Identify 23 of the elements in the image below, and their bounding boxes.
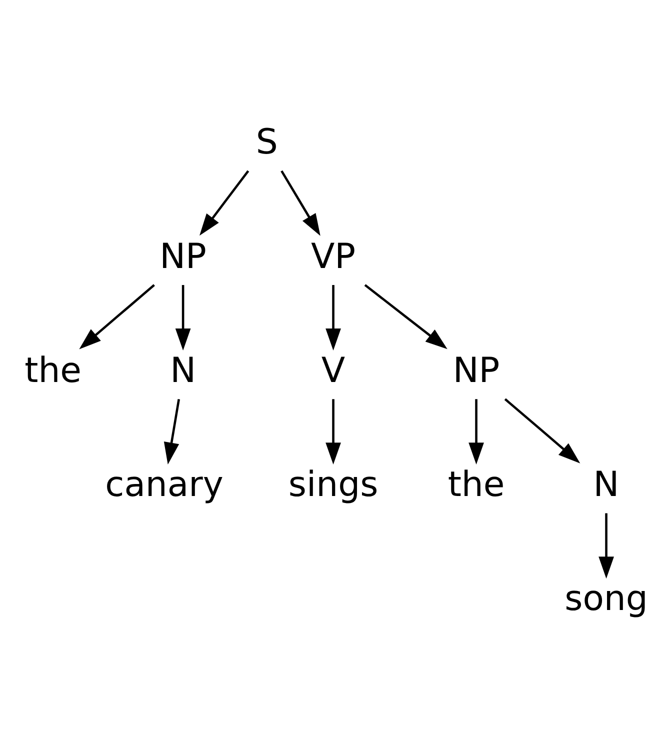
node-text: the xyxy=(448,465,505,506)
node-text: NP xyxy=(160,236,206,277)
arrow xyxy=(175,285,191,350)
arrow xyxy=(280,170,320,236)
arrow xyxy=(200,170,250,236)
arrow xyxy=(364,284,448,350)
arrow xyxy=(326,285,341,350)
node-text: V xyxy=(321,350,346,391)
arrow xyxy=(164,398,180,464)
node-text: N xyxy=(170,350,196,391)
node-text: S xyxy=(256,122,278,163)
node-text: sings xyxy=(288,465,378,506)
arrow xyxy=(504,398,580,464)
arrow xyxy=(598,513,614,579)
node-text: song xyxy=(564,579,648,620)
node-text: NP xyxy=(452,350,500,391)
arrow xyxy=(326,399,341,465)
arrow xyxy=(468,399,484,465)
arrow xyxy=(79,284,155,350)
node-text: N xyxy=(593,465,620,506)
node-text: canary xyxy=(105,465,224,506)
node-text: VP xyxy=(310,236,356,277)
node-text: the xyxy=(24,350,82,391)
